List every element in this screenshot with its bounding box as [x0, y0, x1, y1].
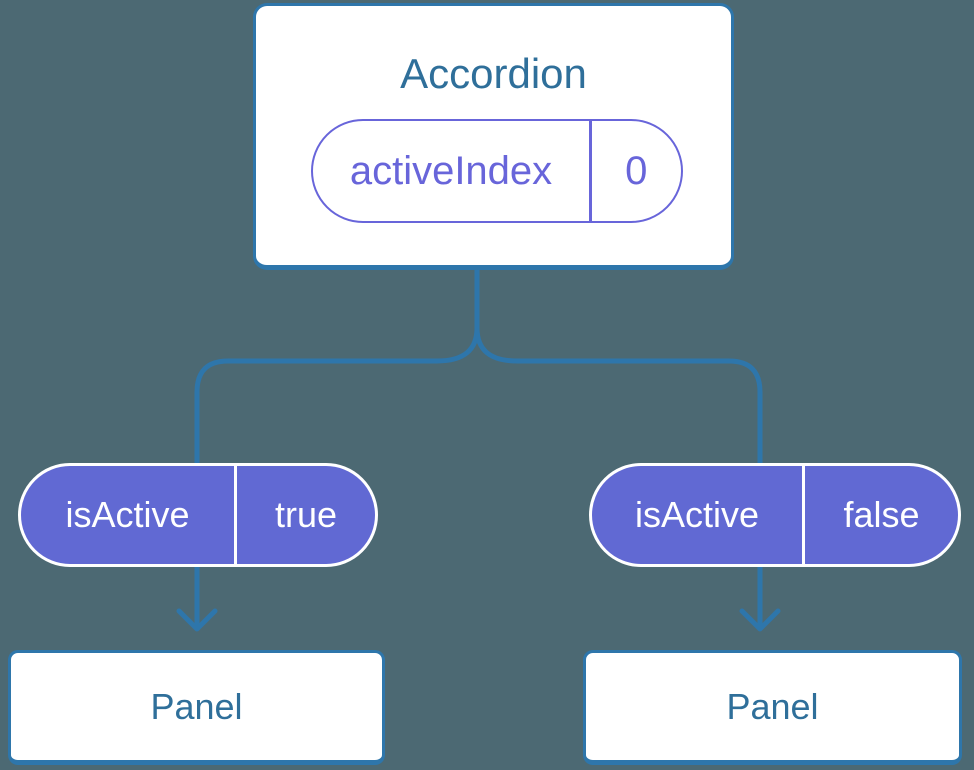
connector-left-branch	[194, 261, 480, 627]
pill-divider	[802, 466, 805, 564]
prop-label: isActive	[65, 494, 190, 535]
pill-divider	[589, 121, 592, 221]
pill-divider	[234, 466, 237, 564]
prop-label: isActive	[634, 494, 760, 535]
panel-component-card-left: Panel	[8, 650, 385, 765]
prop-value: false	[843, 494, 920, 535]
connector-right-branch	[474, 261, 763, 627]
panel-component-card-right: Panel	[583, 650, 962, 765]
prop-pill-right: isActive false	[589, 463, 961, 567]
state-value: 0	[625, 148, 648, 193]
accordion-component-card: Accordion activeIndex 0	[253, 3, 734, 270]
prop-pill-left: isActive true	[18, 463, 378, 567]
state-pill: activeIndex 0	[311, 119, 683, 223]
left-arrowhead-icon	[176, 608, 218, 632]
right-arrowhead-icon	[739, 608, 781, 632]
component-title: Accordion	[400, 50, 587, 97]
state-label: activeIndex	[349, 148, 553, 193]
prop-value: true	[274, 494, 338, 535]
